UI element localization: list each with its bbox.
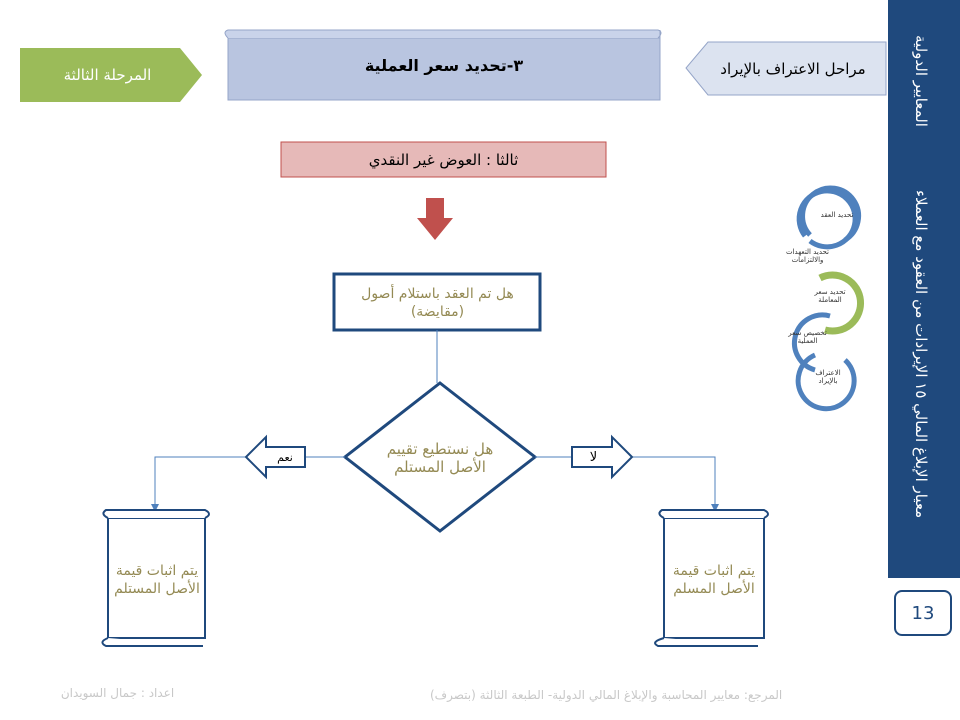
- footer-author: اعداد : جمال السويدان: [60, 686, 175, 700]
- decision-text: هل نستطيع تقييم الأصل المستلم: [386, 439, 494, 476]
- no-label: لا: [589, 449, 598, 465]
- cycle-step-2: تحديد التعهدات والالتزامات: [786, 248, 829, 264]
- cycle-step-4: تخصيص سعر العملية: [788, 329, 827, 345]
- question-box: هل تم العقد باستلام أصول (مقايضة): [361, 286, 514, 320]
- title-scroll: [224, 29, 662, 101]
- yes-result-scroll: [101, 509, 210, 647]
- sidebar-subtitle: معيار الإبلاغ المالي ١٥ الإيرادات من الع…: [912, 190, 930, 519]
- no-result: يتم اثبات قيمة الأصل المسلم: [672, 563, 756, 597]
- section-title: ٣-تحديد سعر العملية: [364, 55, 524, 75]
- stage-label: المرحلة الثالثة: [63, 66, 152, 84]
- down-arrow-icon: [417, 198, 453, 240]
- no-result-scroll: [654, 509, 769, 647]
- no-arrow: [571, 434, 634, 480]
- yes-arrow: [244, 434, 306, 480]
- page-number: 13: [894, 590, 952, 636]
- sidebar: المعايير الدولية معيار الإبلاغ المالي ١٥…: [888, 0, 960, 578]
- footer-reference: المرجع: معايير المحاسبة والإبلاغ المالي …: [430, 688, 783, 702]
- steps-label: مراحل الاعتراف بالإيراد: [720, 59, 866, 78]
- yes-result: يتم اثبات قيمة الأصل المستلم: [114, 563, 200, 597]
- yes-label: نعم: [277, 450, 293, 464]
- stage-arrow: [20, 48, 202, 102]
- cycle-step-5: الاعتراف بالإيراد: [815, 369, 841, 385]
- subheading: ثالثا : العوض غير النقدي: [368, 150, 519, 169]
- decision-diamond: [342, 381, 538, 533]
- sidebar-title: المعايير الدولية: [912, 35, 930, 127]
- cycle-arc-5: [795, 352, 857, 412]
- cycle-step-1: تحديد العقد: [820, 211, 854, 219]
- cycle-step-3: تحديد سعر المعاملة: [814, 288, 846, 304]
- cycle-arc-2: [796, 188, 858, 250]
- cycle-arc-3: [818, 271, 865, 335]
- steps-arrow: [685, 41, 887, 96]
- cycle-arc-1: [800, 185, 862, 243]
- subheading-box: [280, 141, 607, 178]
